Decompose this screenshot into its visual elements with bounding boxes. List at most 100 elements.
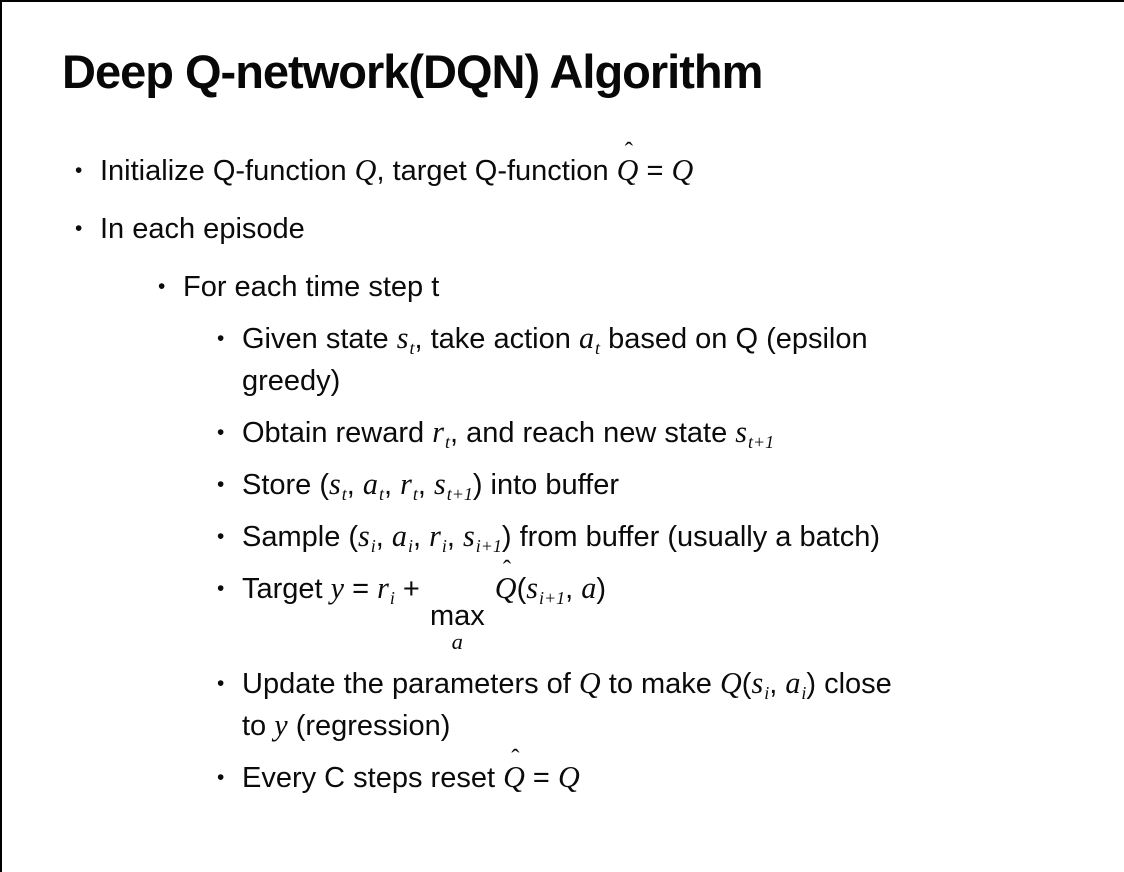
math-var: y [330,571,345,605]
operator-subscript: a [451,628,463,654]
math-subscript: i [441,535,447,556]
text-run: to [242,710,275,743]
math-var: Q [578,666,601,701]
text-run: + [394,573,428,605]
math-var-subscripted: a [578,321,595,355]
math-var: y [274,708,288,743]
math-var: Q [494,571,517,605]
math-var: Q [719,666,742,701]
math-var-subscripted: s [751,666,764,701]
math-var: a [581,571,597,605]
math-var: Q [671,153,694,187]
text-run: ( [516,573,527,605]
bullet-text: Obtain reward rt, and reach new state st… [242,412,1095,454]
math-subscript: t [409,337,415,358]
left-edge-line [0,0,2,872]
text-run: , [417,469,434,501]
math-var-subscripted: s [735,415,748,449]
text-run: , [413,521,430,553]
hat-accent: ˆ [502,556,512,584]
bullet-item: • For each time step t [158,266,1095,308]
math-var-subscripted: r [400,467,412,501]
text-run: For each time step t [183,271,440,303]
top-edge-line [0,0,1124,2]
bullet-icon: • [217,327,225,350]
text-run: Obtain reward [242,417,433,449]
text-run: , [346,469,363,501]
math-var: Q [557,760,580,795]
text-run: Initialize Q-function [100,155,355,187]
math-var-subscripted: s [329,467,341,501]
math-subscript: i [370,535,376,556]
math-var-subscripted: s [463,519,475,553]
text-run: , [565,573,582,605]
text-run: ) [596,573,606,605]
math-subscript: t [444,431,450,452]
bullet-list: •Initialize Q-function Q, target Q-funct… [75,139,1095,809]
text-run: In each episode [100,213,305,245]
math-var-subscripted: s [433,467,446,501]
text-run: , and reach new state [449,417,736,449]
operator-name: max [429,599,485,632]
math-var-subscripted: r [429,519,441,553]
text-run: ) close [806,668,892,701]
text-run: Given state [242,323,397,355]
text-run: = [344,573,378,605]
text-run: , [769,668,786,701]
bullet-icon: • [217,577,225,600]
math-subscript: i [389,587,395,608]
math-var-subscripted: s [526,571,538,605]
bullet-icon: • [75,159,83,182]
text-run: , take action [414,323,579,355]
math-var-subscripted: a [391,519,407,553]
bullet-text: Given state st, take action at based on … [242,318,1095,402]
bullet-icon: • [217,766,225,790]
text-run: Target [242,573,331,605]
bullet-text: Sample (si, ai, ri, si+1) from buffer (u… [242,516,1095,558]
bullet-item: •Update the parameters of Q to make Q(si… [217,663,1095,747]
math-var-subscripted: a [785,666,801,701]
math-subscript: t [595,337,601,358]
text-run: ) from buffer (usually a batch) [501,521,881,553]
text-run: ) into buffer [472,469,620,501]
text-run: , target Q-function [376,155,617,187]
math-subscript: i [764,683,770,704]
math-var-subscripted: a [362,467,378,501]
text-run: , [375,521,392,553]
math-subscript: i [801,683,807,704]
bullet-icon: • [158,275,166,298]
hat-accent: ˆ [624,138,633,166]
slide-title: Deep Q-network(DQN) Algorithm [62,45,763,98]
bullet-item: •Store (st, at, rt, st+1) into buffer [217,464,1095,506]
math-subscript: t [341,483,347,504]
math-subscript: t+1 [748,431,775,452]
bullet-text: In each episode [100,208,1095,250]
text-run: (regression) [287,710,451,743]
math-var: Q [616,153,639,187]
math-subscript: i+1 [475,535,502,556]
text-run: based on Q (epsilon [600,323,868,355]
text-run: to make [600,668,720,701]
text-run: Sample ( [242,521,359,553]
bullet-icon: • [217,421,225,444]
text-run: , [383,469,401,501]
bullet-icon: • [75,217,83,240]
math-subscript: i+1 [539,587,566,608]
text-run: Update the parameters of [242,668,579,701]
math-subscript: i [408,535,413,556]
math-var-subscripted: r [377,571,389,605]
bullet-text: Store (st, at, rt, st+1) into buffer [242,464,1095,506]
math-var: Q [503,760,525,795]
bullet-item: • In each episode [75,208,1095,250]
text-run [487,573,495,605]
text-run: greedy) [242,365,341,397]
bullet-item: •Obtain reward rt, and reach new state s… [217,412,1095,454]
text-run: ( [741,668,752,701]
